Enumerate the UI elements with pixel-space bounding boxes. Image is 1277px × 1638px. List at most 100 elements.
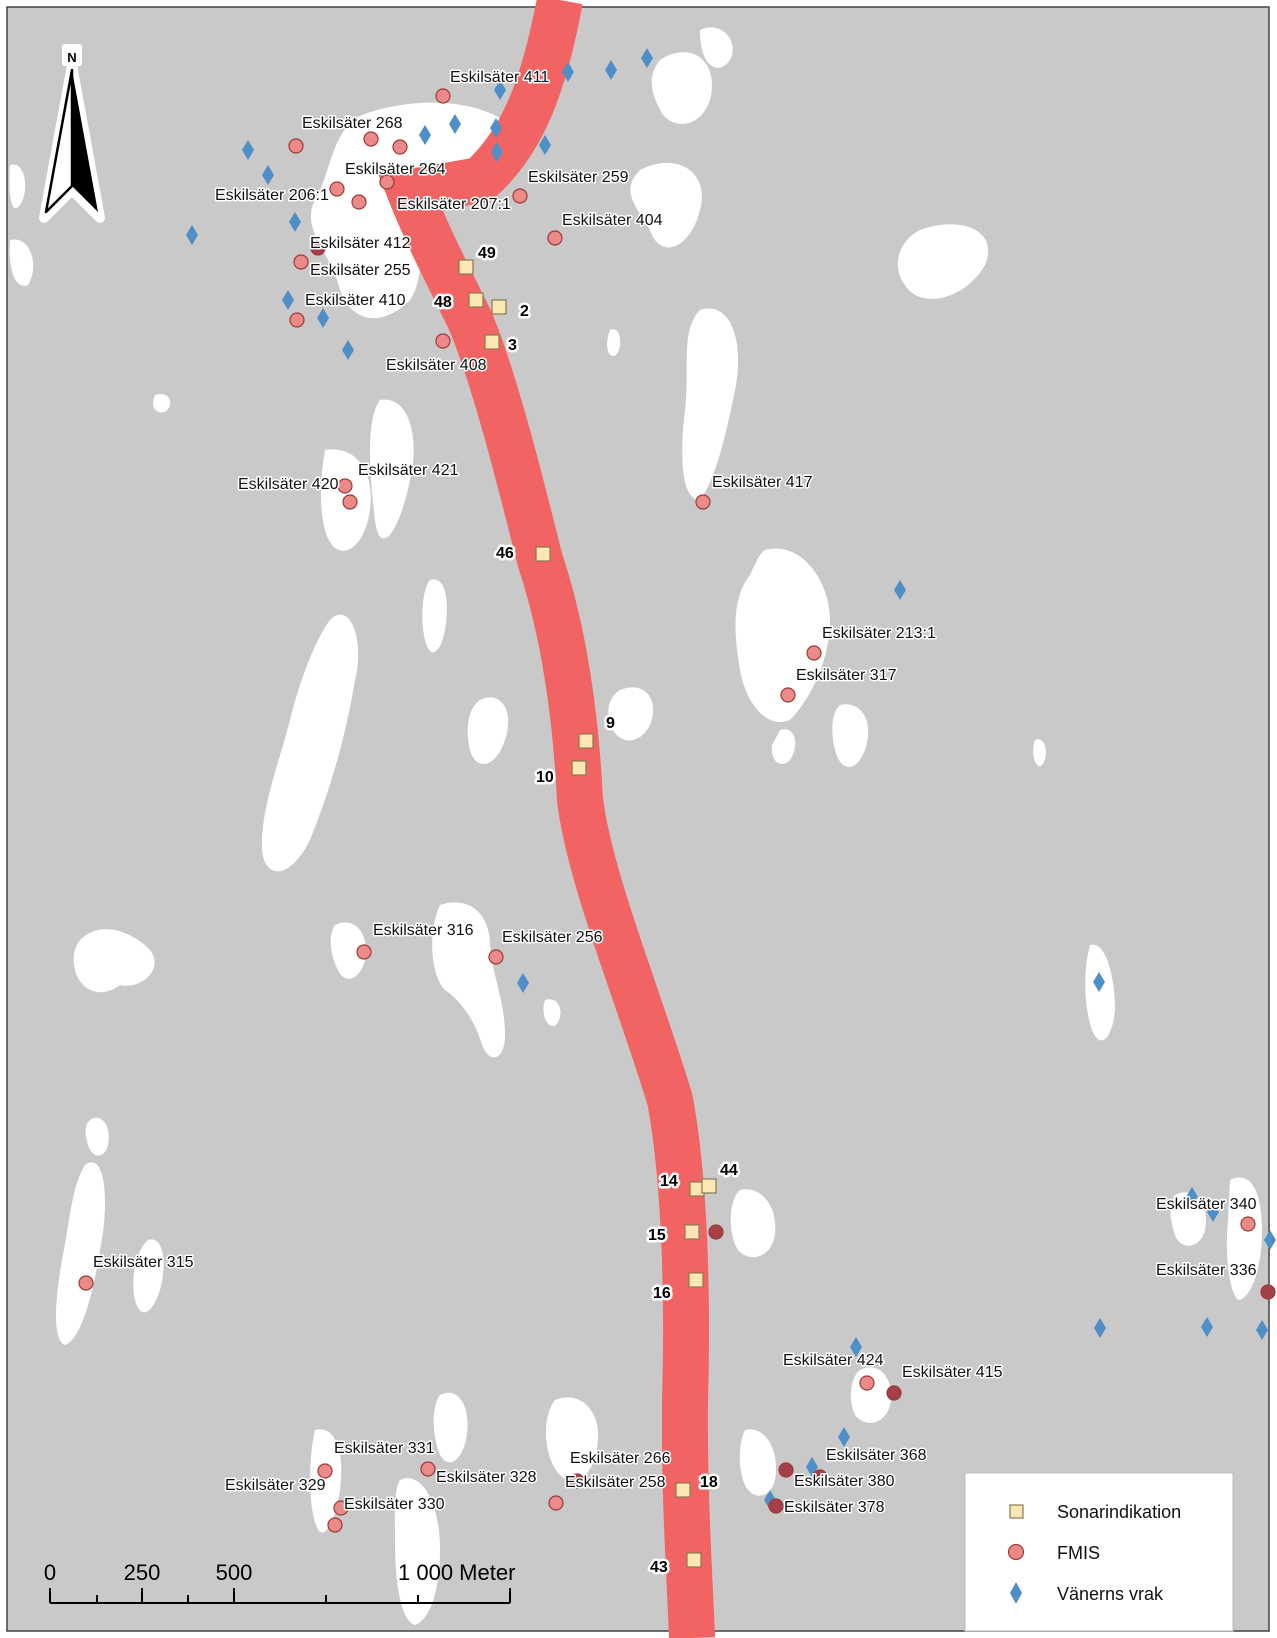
island xyxy=(682,308,739,500)
fmis-label: Eskilsäter 410 xyxy=(305,292,406,309)
wreck-diamond xyxy=(1186,1187,1198,1207)
fmis-labels: Eskilsäter 411 Eskilsäter 268 Eskilsäter… xyxy=(92,68,1259,1518)
wreck-diamond xyxy=(449,114,461,134)
island xyxy=(9,164,26,209)
fmis-label: Eskilsäter 378 xyxy=(784,1499,885,1516)
wreck-diamond xyxy=(491,142,503,162)
fmis-circle xyxy=(342,494,358,510)
island xyxy=(261,614,359,872)
island xyxy=(897,224,989,299)
sonar-square xyxy=(491,299,507,315)
legend-diamond-icon xyxy=(1010,1582,1022,1604)
sonar-number: 43 xyxy=(650,1559,668,1576)
fmis-label: Eskilsäter 415 xyxy=(902,1364,1003,1381)
fmis-label: Eskilsäter 424 xyxy=(783,1352,884,1369)
fmis-circle xyxy=(547,230,563,246)
sonar-number: 18 xyxy=(700,1474,718,1491)
fmis-circle xyxy=(1260,1284,1276,1300)
sonar-square xyxy=(675,1482,691,1498)
fmis-label: Eskilsäter 340 xyxy=(1156,1196,1257,1213)
fmis-label: Eskilsäter 328 xyxy=(436,1469,537,1486)
sonar-number: 49 xyxy=(478,245,496,262)
fmis-label: Eskilsäter 266 xyxy=(570,1450,671,1467)
island xyxy=(133,1239,164,1313)
legend-label: Sonarindikation xyxy=(1057,1502,1181,1522)
island xyxy=(700,27,733,68)
fmis-circle xyxy=(780,687,796,703)
fmis-circle xyxy=(1240,1216,1256,1232)
fmis-label: Eskilsäter 316 xyxy=(373,922,474,939)
fmis-circle xyxy=(289,312,305,328)
legend-label: Vänerns vrak xyxy=(1057,1584,1164,1604)
island xyxy=(543,999,561,1026)
fmis-circle xyxy=(859,1375,875,1391)
fmis-label: Eskilsäter 259 xyxy=(528,169,629,186)
north-arrow: N xyxy=(39,44,105,223)
wreck-diamond xyxy=(1093,972,1105,992)
fmis-circle xyxy=(317,1463,333,1479)
wreck-diamond xyxy=(1094,1318,1106,1338)
wreck-diamond xyxy=(419,125,431,145)
fmis-circle xyxy=(356,944,372,960)
wreck-diamond xyxy=(562,62,574,82)
island xyxy=(394,1478,440,1625)
island xyxy=(771,729,796,765)
fmis-label: Eskilsäter 411 xyxy=(450,69,549,86)
fmis-label: Eskilsäter 331 xyxy=(334,1440,435,1457)
legend-circle-icon xyxy=(1007,1543,1025,1561)
fmis-label: Eskilsäter 255 xyxy=(310,262,411,279)
island xyxy=(153,393,171,413)
sonar-number: 44 xyxy=(720,1162,738,1179)
sonar-markers xyxy=(458,259,717,1568)
fmis-label: Eskilsäter 264 xyxy=(345,161,446,178)
fmis-circle xyxy=(288,138,304,154)
sonar-square xyxy=(686,1552,702,1568)
fmis-circle xyxy=(333,1500,349,1516)
fmis-label: Eskilsäter 336 xyxy=(1156,1262,1257,1279)
fmis-label: Eskilsäter 408 xyxy=(386,357,487,374)
island xyxy=(310,1429,342,1533)
wreck-diamond xyxy=(1201,1317,1213,1337)
fmis-label: Eskilsäter 329 xyxy=(225,1477,326,1494)
sonar-number: 46 xyxy=(496,545,514,562)
wreck-diamond xyxy=(641,48,653,68)
wreck-diamond xyxy=(262,165,274,185)
wreck-diamond xyxy=(539,135,551,155)
fmis-circle xyxy=(512,188,528,204)
fmis-label: Eskilsäter 206:1 xyxy=(215,187,329,204)
fmis-label: Eskilsäter 330 xyxy=(344,1496,445,1513)
sonar-number: 14 xyxy=(660,1173,678,1190)
sonar-square xyxy=(458,259,474,275)
fmis-circle xyxy=(363,131,379,147)
island xyxy=(56,1162,105,1345)
fmis-circle xyxy=(768,1498,784,1514)
island xyxy=(1085,944,1115,1041)
scale-tick-label: 250 xyxy=(124,1560,161,1585)
fmis-label: Eskilsäter 417 xyxy=(712,474,813,491)
wreck-diamond xyxy=(494,80,506,100)
north-label: N xyxy=(67,50,76,65)
fmis-circle xyxy=(392,139,408,155)
fmis-circle xyxy=(488,949,504,965)
fmis-circle xyxy=(435,333,451,349)
island xyxy=(432,902,505,1058)
fmis-circle xyxy=(337,478,353,494)
fmis-label: Eskilsäter 412 xyxy=(310,235,411,252)
island xyxy=(832,704,869,767)
wreck-diamond xyxy=(289,212,301,232)
island xyxy=(85,1117,109,1156)
island xyxy=(370,399,414,539)
fmis-circle xyxy=(351,194,367,210)
fmis-label: Eskilsäter 404 xyxy=(562,212,663,229)
island xyxy=(1033,739,1046,766)
fmis-circle xyxy=(379,174,395,190)
islands xyxy=(9,27,1262,1625)
fmis-label: Eskilsäter 268 xyxy=(302,115,403,132)
sonar-number: 15 xyxy=(648,1227,666,1244)
fmis-label: Eskilsäter 213:1 xyxy=(822,625,936,642)
island xyxy=(607,329,621,356)
sonar-square xyxy=(468,292,484,308)
island xyxy=(330,922,366,979)
